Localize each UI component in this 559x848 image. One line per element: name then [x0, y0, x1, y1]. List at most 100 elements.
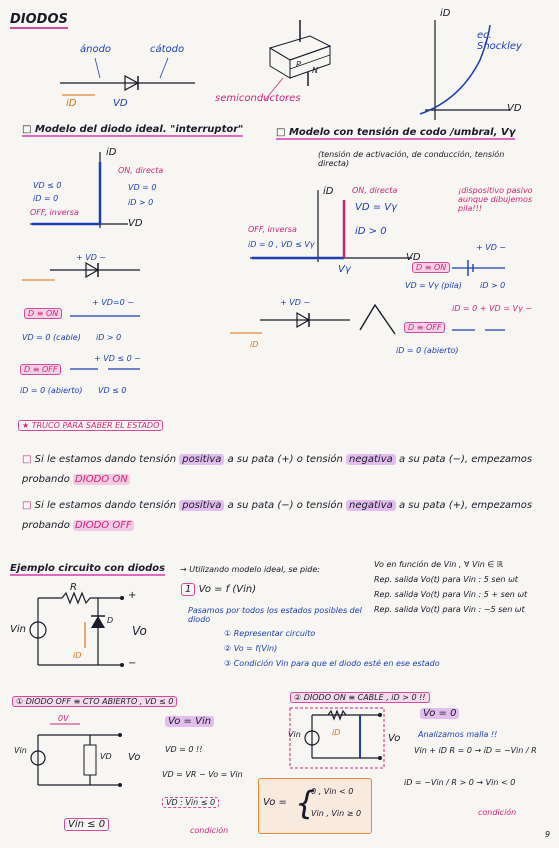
piecewise-result: Vo = { 0 , Vin < 0 Vin , Vin ≥ 0: [258, 778, 372, 834]
case-on-heading: ② DIODO ON ≡ CABLE , iD > 0 !!: [290, 692, 430, 703]
p-region-label: P: [296, 60, 301, 69]
ideal-axis-v: VD: [128, 218, 143, 229]
case-off-vo: Vo: [128, 752, 141, 763]
case-off-condicion: condición: [190, 826, 229, 835]
case-on-eq1: Vin + iD R = 0 → iD = −Vin / R: [414, 746, 537, 755]
example-id: iD: [73, 651, 82, 660]
ideal-on-vd: VD = 0: [128, 183, 157, 192]
case-on-malla: Analizamos malla !!: [418, 730, 498, 739]
ideal-on-cond: iD > 0: [96, 333, 122, 342]
ideal-model-heading: □ Modelo del diodo ideal. "interruptor": [22, 124, 244, 137]
shockley-label: ec. Shockley: [477, 30, 522, 52]
case-on-eq2: iD = −Vin / R > 0 → Vin < 0: [404, 778, 516, 787]
ideal-off-label: OFF, inversa: [30, 208, 79, 217]
anodo-label: ánodo: [80, 44, 112, 55]
threshold-on-label: ON, directa: [352, 186, 398, 195]
threshold-vd-eq: VD = Vγ: [355, 202, 398, 213]
example-req-4: Rep. salida Vo(t) para Vin : −5 sen ωt: [374, 605, 525, 614]
ideal-on-id: iD > 0: [128, 198, 154, 207]
vd-label-top: VD: [113, 98, 128, 109]
threshold-axis-v: VD: [406, 252, 421, 263]
threshold-off-label: OFF, inversa: [248, 225, 297, 234]
ideal-off-cond: VD ≤ 0: [98, 386, 127, 395]
example-step-b: ② Vo = f(Vin): [224, 644, 278, 653]
case-off-heading: ① DIODO OFF ≡ CTO ABIERTO , VD ≤ 0: [12, 696, 178, 707]
ideal-vd-neg: + VD ≤ 0 −: [94, 354, 142, 363]
page-number: 9: [545, 830, 551, 839]
example-heading: Ejemplo circuito con diodos: [10, 563, 166, 576]
threshold-state-off: D ≡ OFF: [404, 322, 446, 333]
case-off-vo-vin: Vo = Vin: [165, 716, 215, 727]
case-off-vin: Vin: [14, 746, 27, 755]
example-step-c: ③ Condición Vin para que el diodo esté e…: [224, 659, 440, 668]
ideal-off-id: iD = 0: [33, 194, 59, 203]
threshold-id-cond: iD > 0: [355, 226, 387, 237]
piecewise-lhs: Vo =: [263, 797, 287, 808]
piecewise-brace: {: [295, 784, 316, 822]
threshold-note: ¡dispositivo pasivo aunque dibujemos pil…: [458, 186, 533, 213]
page-title: DIODOS: [10, 12, 68, 29]
ideal-vd0-sign: + VD=0 −: [92, 298, 134, 307]
threshold-subtitle: (tensión de activación, de conducción, t…: [318, 150, 505, 168]
trick-rule-1: □ Si le estamos dando tensión positiva a…: [22, 454, 533, 485]
threshold-off-eq: iD = 0 + VD = Vγ −: [452, 304, 532, 313]
trick-rule-2: □ Si le estamos dando tensión positiva a…: [22, 500, 533, 531]
ideal-off-vd: VD ≤ 0: [33, 181, 62, 190]
example-step-a: ① Representar circuito: [224, 629, 316, 638]
case-off-vd0: VD = 0 !!: [165, 745, 203, 754]
case-on-id: iD: [332, 728, 341, 737]
catodo-label: cátodo: [150, 44, 185, 55]
example-vo: Vo: [132, 624, 147, 638]
id-label-top: iD: [66, 98, 77, 109]
ideal-off-open: iD = 0 (abierto): [20, 386, 83, 395]
ideal-state-on: D ≡ ON: [24, 308, 63, 319]
shockley-axis-i: iD: [440, 8, 451, 19]
case-on-condicion: condición: [478, 808, 517, 817]
example-vin: Vin: [10, 624, 26, 635]
example-req-1: Vo en función de Vin , ∀ Vin ∈ ℝ: [374, 560, 504, 569]
piecewise-row-2: Vin , Vin ≥ 0: [311, 809, 362, 818]
shockley-axis-v: VD: [507, 103, 522, 114]
threshold-on-eq: VD = Vγ (pila): [405, 281, 462, 290]
case-off-result: Vin ≤ 0: [64, 818, 110, 831]
example-req-2: Rep. salida Vo(t) para Vin : 5 sen ωt: [374, 575, 518, 584]
case-on-vo0: Vo = 0: [420, 708, 460, 719]
example-minus: −: [128, 658, 137, 669]
example-step-1: 1 Vo = f (Vin): [181, 583, 256, 596]
threshold-vd-top-sign: + VD −: [476, 243, 507, 252]
threshold-axis-i: iD: [323, 186, 334, 197]
case-on-vin: Vin: [288, 730, 301, 739]
example-d: D: [107, 616, 114, 625]
case-on-vo: Vo: [388, 733, 401, 744]
threshold-vd-sign: + VD −: [280, 298, 311, 307]
case-off-kvl: VD = VR − Vo = Vin: [162, 770, 243, 779]
case-off-vd: VD: [100, 752, 112, 761]
semiconductores-label: semiconductores: [215, 93, 301, 104]
example-req-3: Rep. salida Vo(t) para Vin : 5 + sen ωt: [374, 590, 528, 599]
threshold-off-cond: iD = 0 , VD ≤ Vγ: [248, 240, 315, 249]
threshold-state-on: D ≡ ON: [412, 262, 451, 273]
threshold-vgamma: Vγ: [338, 264, 351, 275]
case-off-cond: VD : Vin ≤ 0: [162, 797, 220, 808]
n-region-label: N: [312, 66, 318, 75]
threshold-id: iD: [250, 340, 259, 349]
case-off-zero-v: 0V: [58, 714, 69, 723]
ideal-on-short: VD = 0 (cable): [22, 333, 81, 342]
trick-label: ★ TRUCO PARA SABER EL ESTADO: [18, 420, 164, 431]
ideal-on-label: ON, directa: [118, 166, 164, 175]
threshold-model-heading: □ Modelo con tensión de codo /umbral, Vγ: [276, 127, 516, 140]
example-steps-intro: Pasamos por todos los estados posibles d…: [188, 606, 362, 624]
ideal-vd-sign: + VD −: [76, 253, 107, 262]
example-using: → Utilizando modelo ideal, se pide:: [180, 565, 321, 574]
piecewise-row-1: 0 , Vin < 0: [311, 787, 354, 796]
example-r: R: [70, 582, 77, 593]
threshold-on-cond: iD > 0: [480, 281, 506, 290]
threshold-off-open: iD = 0 (abierto): [396, 346, 459, 355]
ideal-state-off: D ≡ OFF: [20, 364, 62, 375]
